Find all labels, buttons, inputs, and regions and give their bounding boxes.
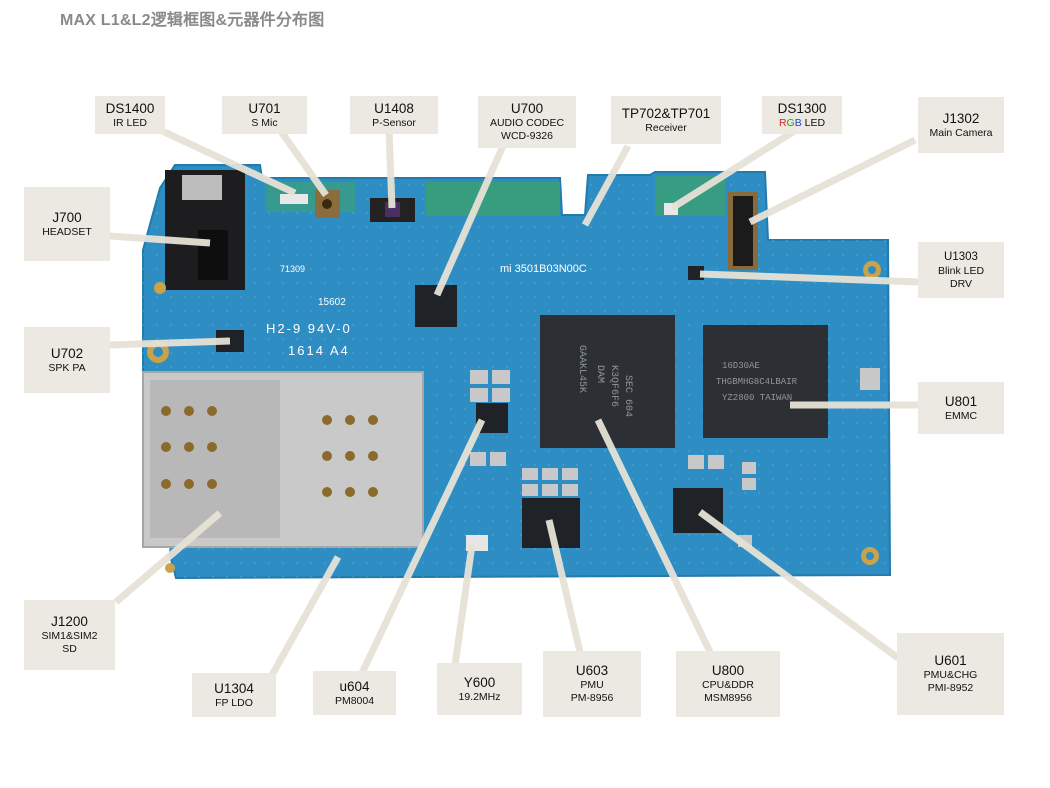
u1303-desc1: Blink LED [937, 265, 985, 277]
svg-text:K3QF6F6: K3QF6F6 [608, 365, 619, 407]
u700-ref: U700 [510, 101, 544, 116]
label-u603: U603 PMU PM-8956 [543, 651, 641, 717]
u603-desc2: PM-8956 [570, 692, 614, 704]
j1200-ref: J1200 [51, 614, 88, 629]
ds1400-ref: DS1400 [105, 100, 155, 116]
u604-desc: PM8004 [334, 694, 375, 707]
tp702-ref: TP702&TP701 [621, 105, 711, 121]
silk-71309: 71309 [280, 264, 305, 274]
u700-desc2: WCD-9326 [501, 130, 553, 142]
u603-desc1: PMU [580, 679, 604, 691]
u601-desc2: PMI-8952 [927, 682, 974, 694]
label-u604: u604 PM8004 [313, 671, 396, 715]
j1200-desc2: SD [62, 643, 77, 655]
label-j1200: J1200 SIM1&SIM2 SD [24, 600, 115, 670]
svg-text:GAAKL45K: GAAKL45K [576, 345, 587, 393]
u601-desc1: PMU&CHG [923, 669, 978, 681]
u1408-desc: P-Sensor [372, 116, 416, 129]
rgb-g-letter: G [786, 116, 795, 129]
silk-15602: 15602 [318, 297, 346, 308]
label-u1408: U1408 P-Sensor [350, 96, 438, 134]
label-u800: U800 CPU&DDR MSM8956 [676, 651, 780, 717]
u800-desc2: MSM8956 [704, 692, 752, 704]
label-u601: U601 PMU&CHG PMI-8952 [897, 633, 1004, 715]
y600-ref: Y600 [463, 674, 496, 690]
label-ds1300: DS1300 RGB LED [762, 96, 842, 134]
u1304-desc: FP LDO [215, 696, 253, 709]
cpu-chip [540, 315, 675, 448]
silk-date: 1614 A4 [288, 343, 350, 358]
rgb-b-letter: B [794, 116, 802, 129]
label-j1302: J1302 Main Camera [918, 97, 1004, 153]
label-tp702: TP702&TP701 Receiver [611, 96, 721, 144]
label-u700: U700 AUDIO CODEC WCD-9326 [478, 96, 576, 148]
emmc-chip [703, 325, 828, 438]
j1302-desc: Main Camera [929, 126, 993, 139]
u601-ref: U601 [934, 653, 967, 668]
u700-desc1: AUDIO CODEC [489, 117, 565, 129]
silk-rating: H2-9 94V-0 [266, 321, 352, 336]
u702-ref: U702 [50, 345, 84, 361]
label-u801: U801 EMMC [918, 382, 1004, 434]
ds1300-ref: DS1300 [777, 100, 827, 116]
svg-text:DAM: DAM [594, 365, 605, 383]
y600-desc: 19.2MHz [458, 690, 501, 703]
j1200-desc1: SIM1&SIM2 [41, 630, 98, 642]
rgb-r-letter: R [778, 116, 787, 129]
label-u701: U701 S Mic [222, 96, 307, 134]
u1304-ref: U1304 [214, 680, 254, 696]
label-u1303: U1303 Blink LED DRV [918, 242, 1004, 298]
u1303-desc2: DRV [950, 278, 972, 290]
label-u1304: U1304 FP LDO [192, 673, 276, 717]
ds1300-desc: LED [801, 116, 826, 129]
u800-desc1: CPU&DDR [702, 679, 754, 691]
u701-ref: U701 [248, 100, 281, 116]
page-title: MAX L1&L2逻辑框图&元器件分布图 [60, 12, 325, 29]
svg-text:YZ2800 TAIWAN: YZ2800 TAIWAN [722, 393, 792, 403]
u801-ref: U801 [944, 393, 978, 409]
u702-desc: SPK PA [48, 361, 86, 374]
label-ds1400: DS1400 IR LED [95, 96, 165, 134]
label-y600: Y600 19.2MHz [437, 663, 522, 715]
svg-text:SEC 604: SEC 604 [622, 375, 633, 417]
j1302-ref: J1302 [942, 110, 980, 126]
u701-desc: S Mic [251, 116, 278, 129]
tp702-desc: Receiver [645, 121, 687, 134]
label-j700: J700 HEADSET [24, 187, 110, 261]
silk-board-id: mi 3501B03N00C [500, 263, 587, 275]
ds1300-desc-line: RGB LED [779, 117, 825, 130]
j700-desc: HEADSET [42, 225, 92, 238]
u604-ref: u604 [339, 678, 370, 694]
svg-text:16D30AE: 16D30AE [722, 361, 760, 371]
u801-desc: EMMC [944, 409, 978, 422]
u800-ref: U800 [711, 663, 745, 678]
j700-ref: J700 [52, 209, 82, 225]
u603-ref: U603 [575, 663, 609, 678]
label-u702: U702 SPK PA [24, 327, 110, 393]
u1408-ref: U1408 [374, 100, 414, 116]
u1303-ref: U1303 [944, 251, 978, 263]
ds1400-desc: IR LED [113, 116, 147, 129]
svg-text:THGBMHG8C4LBAIR: THGBMHG8C4LBAIR [716, 377, 798, 387]
